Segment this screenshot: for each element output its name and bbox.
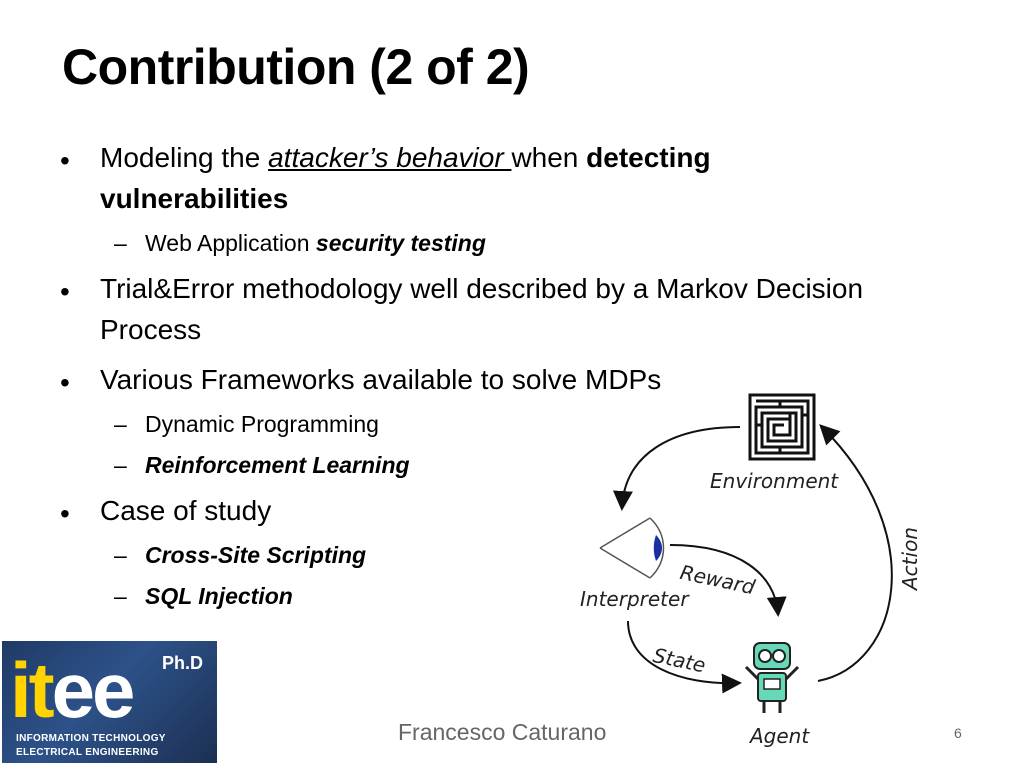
bullet-modeling: Modeling the attacker’s behavior when de… bbox=[100, 142, 711, 174]
sub-bullet-security: Web Application security testing bbox=[145, 230, 486, 257]
bullet-frameworks: Various Frameworks available to solve MD… bbox=[100, 364, 662, 395]
sub-bullet-dynamic-programming: Dynamic Programming bbox=[145, 411, 379, 437]
slide-number: 6 bbox=[954, 725, 962, 741]
bullet-marker: • bbox=[60, 367, 70, 398]
bullet-marker: • bbox=[60, 145, 70, 176]
logo-wordmark: itee bbox=[10, 646, 135, 734]
bullet-text: when bbox=[511, 142, 587, 173]
itee-phd-logo: itee Ph.D INFORMATION TECHNOLOGY ELECTRI… bbox=[2, 641, 217, 763]
sub-bullet-emphasis: security testing bbox=[315, 230, 486, 256]
bullet-marker: • bbox=[60, 276, 70, 307]
bullet-trial-error-cont: Process bbox=[100, 314, 202, 345]
arrow-action bbox=[817, 424, 893, 682]
arrow-state bbox=[627, 620, 742, 694]
footer-author: Francesco Caturano bbox=[398, 719, 607, 745]
arrow-observation bbox=[612, 426, 741, 511]
maze-icon bbox=[748, 393, 816, 461]
logo-subtitle-ee: ELECTRICAL ENGINEERING bbox=[16, 747, 159, 758]
bullet-emphasis: attacker’s behavior bbox=[268, 142, 512, 173]
bullet-trial-error: Trial&Error methodology well described b… bbox=[100, 273, 864, 304]
interpreter-label: Interpreter bbox=[580, 587, 689, 611]
sub-bullet-text: Web Application bbox=[145, 230, 316, 256]
logo-subtitle-it: INFORMATION TECHNOLOGY bbox=[16, 733, 166, 744]
sub-bullet-xss: Cross-Site Scripting bbox=[145, 542, 367, 568]
sub-bullet-marker: – bbox=[114, 542, 127, 568]
bullet-modeling-cont: vulnerabilities bbox=[100, 183, 289, 214]
bullet-bold: detecting bbox=[586, 142, 711, 173]
eye-icon bbox=[599, 517, 665, 579]
logo-phd-text: Ph.D bbox=[161, 653, 203, 673]
sub-bullet-sql-injection: SQL Injection bbox=[145, 583, 293, 609]
environment-label: Environment bbox=[710, 469, 839, 493]
sub-bullet-reinforcement-learning: Reinforcement Learning bbox=[145, 452, 410, 478]
robot-icon bbox=[744, 642, 800, 713]
rl-diagram: Environment Interpreter Agent Reward Sta… bbox=[570, 385, 922, 760]
bullet-marker: • bbox=[60, 498, 70, 529]
slide-title: Contribution (2 of 2) bbox=[62, 39, 530, 95]
bullet-text: Modeling the bbox=[100, 142, 269, 173]
bullet-case-of-study: Case of study bbox=[100, 495, 272, 526]
agent-label: Agent bbox=[750, 724, 810, 748]
sub-bullet-marker: – bbox=[114, 583, 127, 609]
action-label: Action bbox=[898, 527, 922, 590]
sub-bullet-marker: – bbox=[114, 452, 127, 478]
arrow-reward bbox=[669, 544, 787, 617]
rl-diagram-svg bbox=[599, 393, 893, 713]
sub-bullet-marker: – bbox=[114, 411, 127, 437]
sub-bullet-marker: – bbox=[114, 230, 127, 256]
